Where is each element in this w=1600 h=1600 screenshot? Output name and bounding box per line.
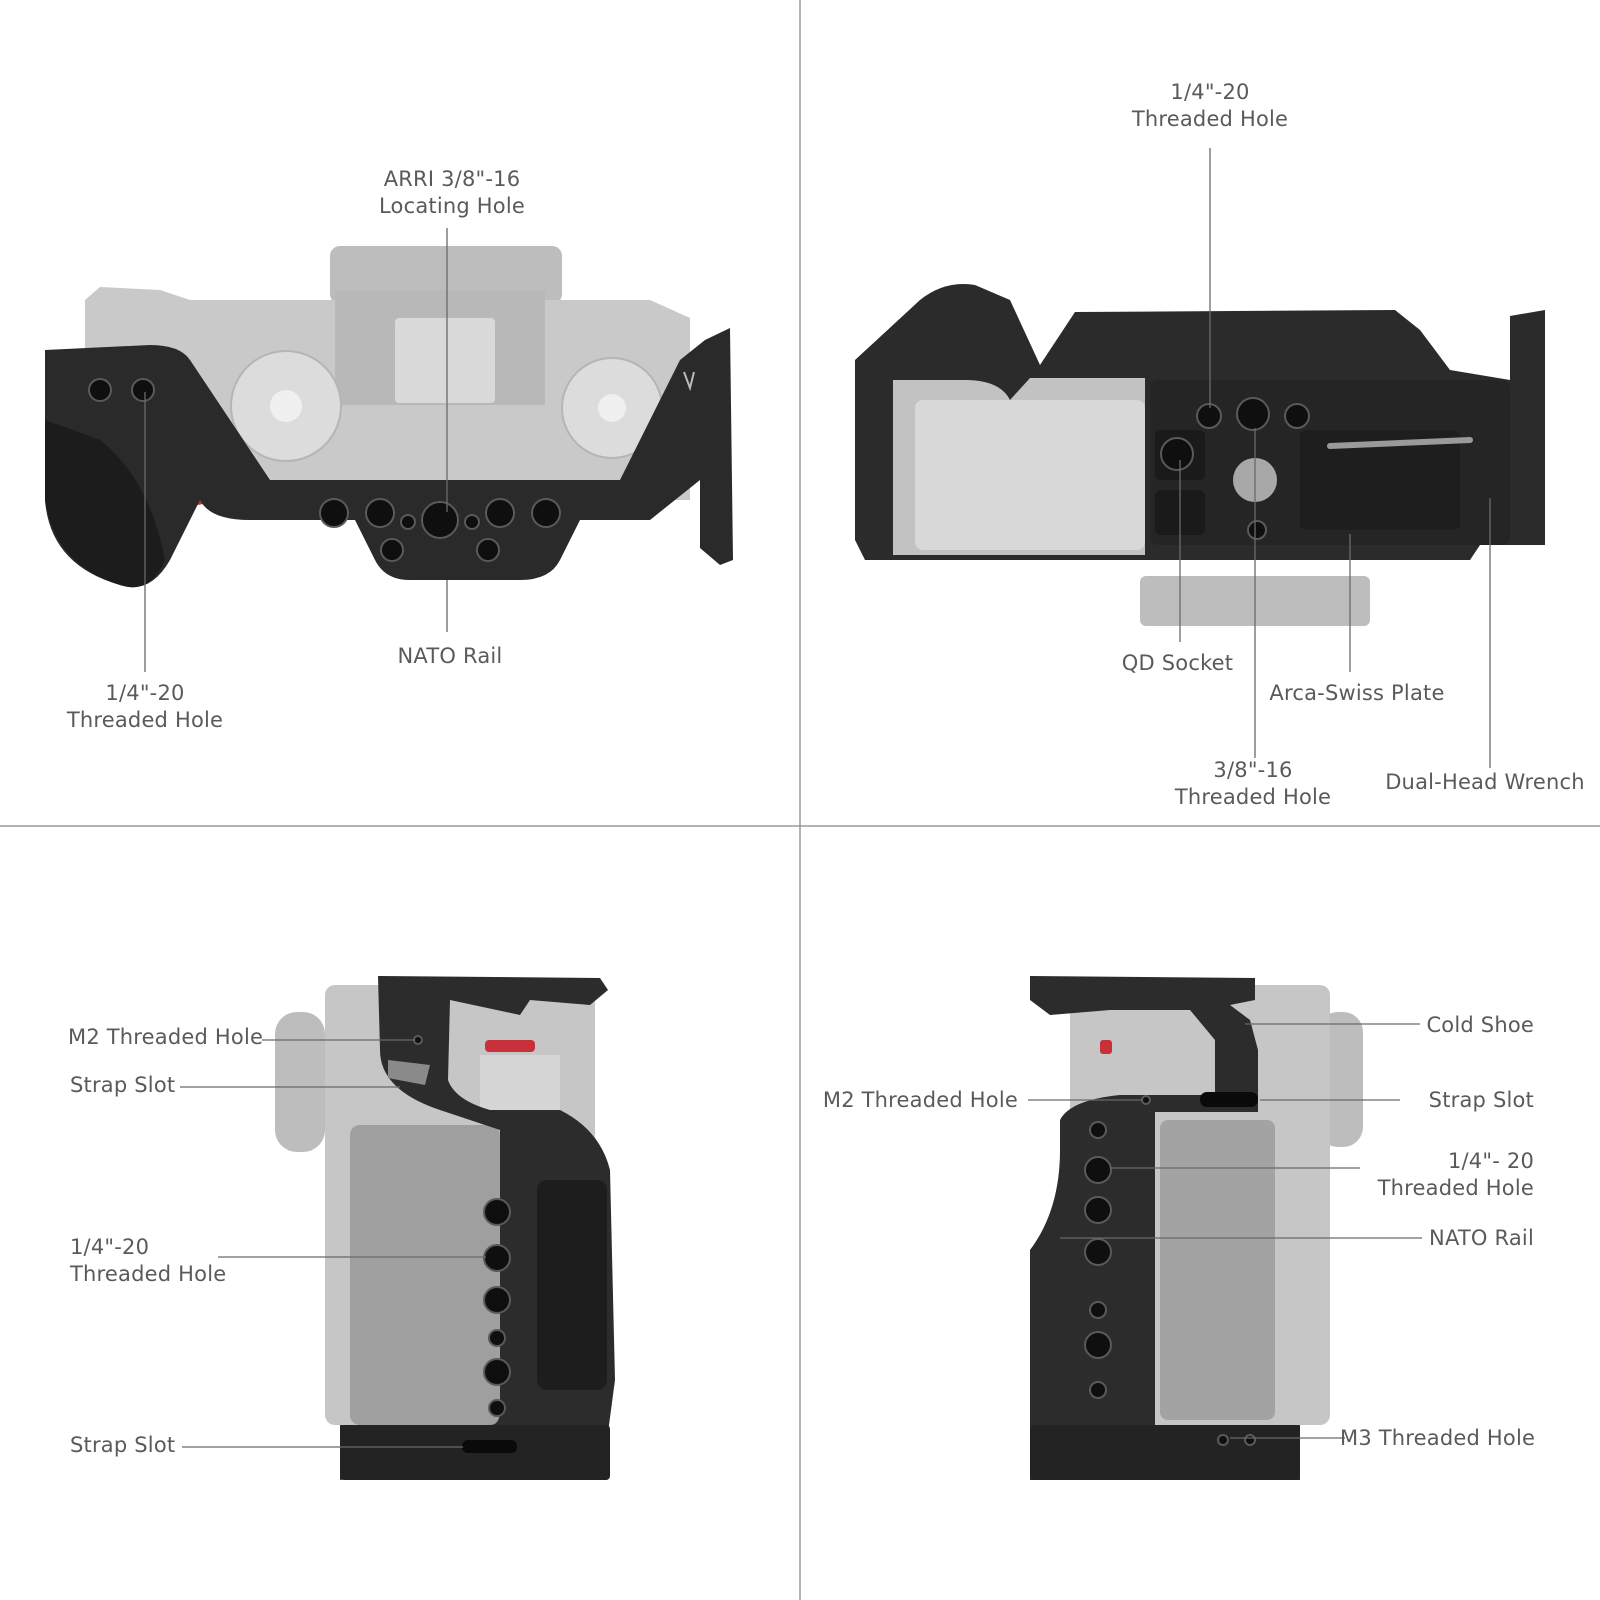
bottom-view-illustration bbox=[855, 284, 1545, 626]
top-view-illustration bbox=[45, 246, 733, 588]
right-side-view-illustration bbox=[1030, 976, 1363, 1480]
callout-line: Strap Slot bbox=[70, 1433, 176, 1457]
callout-arri-locating-hole: ARRI 3/8"-16 Locating Hole bbox=[362, 166, 542, 220]
callout-quarter-threaded-hole: 1/4"-20 Threaded Hole bbox=[1120, 79, 1300, 133]
callout-quarter-threaded-hole: 1/4"-20 Threaded Hole bbox=[70, 1234, 226, 1288]
callout-line: QD Socket bbox=[1121, 651, 1234, 675]
callout-line: Locating Hole bbox=[379, 194, 525, 218]
callout-line: 3/8"-16 bbox=[1213, 758, 1293, 782]
callout-strap-slot-top: Strap Slot bbox=[70, 1072, 175, 1099]
callout-dual-head-wrench: Dual-Head Wrench bbox=[1380, 769, 1590, 796]
callout-line: Threaded Hole bbox=[70, 1262, 227, 1286]
callout-line: Threaded Hole bbox=[66, 708, 224, 732]
callout-nato-rail: NATO Rail bbox=[1400, 1225, 1534, 1252]
leader-lines bbox=[144, 148, 1491, 1448]
callout-line: ARRI 3/8"-16 bbox=[383, 167, 521, 191]
callout-line: Strap Slot bbox=[70, 1073, 176, 1097]
callout-line: Threaded Hole bbox=[1377, 1176, 1534, 1200]
left-side-view-illustration bbox=[275, 976, 615, 1480]
callout-line: Threaded Hole bbox=[1131, 107, 1289, 131]
callout-line: Strap Slot bbox=[1428, 1088, 1534, 1112]
callout-line: Dual-Head Wrench bbox=[1385, 770, 1585, 794]
callout-line: NATO Rail bbox=[1429, 1226, 1534, 1250]
callout-three-eighths-threaded-hole: 3/8"-16 Threaded Hole bbox=[1163, 757, 1343, 811]
callout-arca-swiss-plate: Arca-Swiss Plate bbox=[1262, 680, 1452, 707]
callout-line: 1/4"-20 bbox=[70, 1235, 150, 1259]
callout-strap-slot: Strap Slot bbox=[1380, 1087, 1534, 1114]
callout-line: M3 Threaded Hole bbox=[1340, 1426, 1536, 1450]
callout-quarter-threaded-hole: 1/4"- 20 Threaded Hole bbox=[1370, 1148, 1534, 1202]
callout-line: M2 Threaded Hole bbox=[822, 1088, 1018, 1112]
callout-line: Arca-Swiss Plate bbox=[1269, 681, 1445, 705]
callout-line: Threaded Hole bbox=[1174, 785, 1332, 809]
callout-line: Cold Shoe bbox=[1426, 1013, 1534, 1037]
callout-m3-threaded-hole: M3 Threaded Hole bbox=[1340, 1425, 1536, 1452]
callout-threaded-hole: 1/4"-20 Threaded Hole bbox=[55, 680, 235, 734]
callout-m2-threaded-hole: M2 Threaded Hole bbox=[68, 1024, 263, 1051]
callout-cold-shoe: Cold Shoe bbox=[1380, 1012, 1534, 1039]
callout-m2-threaded-hole: M2 Threaded Hole bbox=[812, 1087, 1018, 1114]
callout-line: 1/4"-20 bbox=[1170, 80, 1250, 104]
callout-line: 1/4"- 20 bbox=[1447, 1149, 1534, 1173]
callout-nato-rail: NATO Rail bbox=[370, 643, 530, 670]
callout-line: M2 Threaded Hole bbox=[68, 1025, 264, 1049]
callout-strap-slot-bottom: Strap Slot bbox=[70, 1432, 175, 1459]
callout-line: NATO Rail bbox=[397, 644, 503, 668]
callout-line: 1/4"-20 bbox=[105, 681, 185, 705]
callout-qd-socket: QD Socket bbox=[1100, 650, 1255, 677]
